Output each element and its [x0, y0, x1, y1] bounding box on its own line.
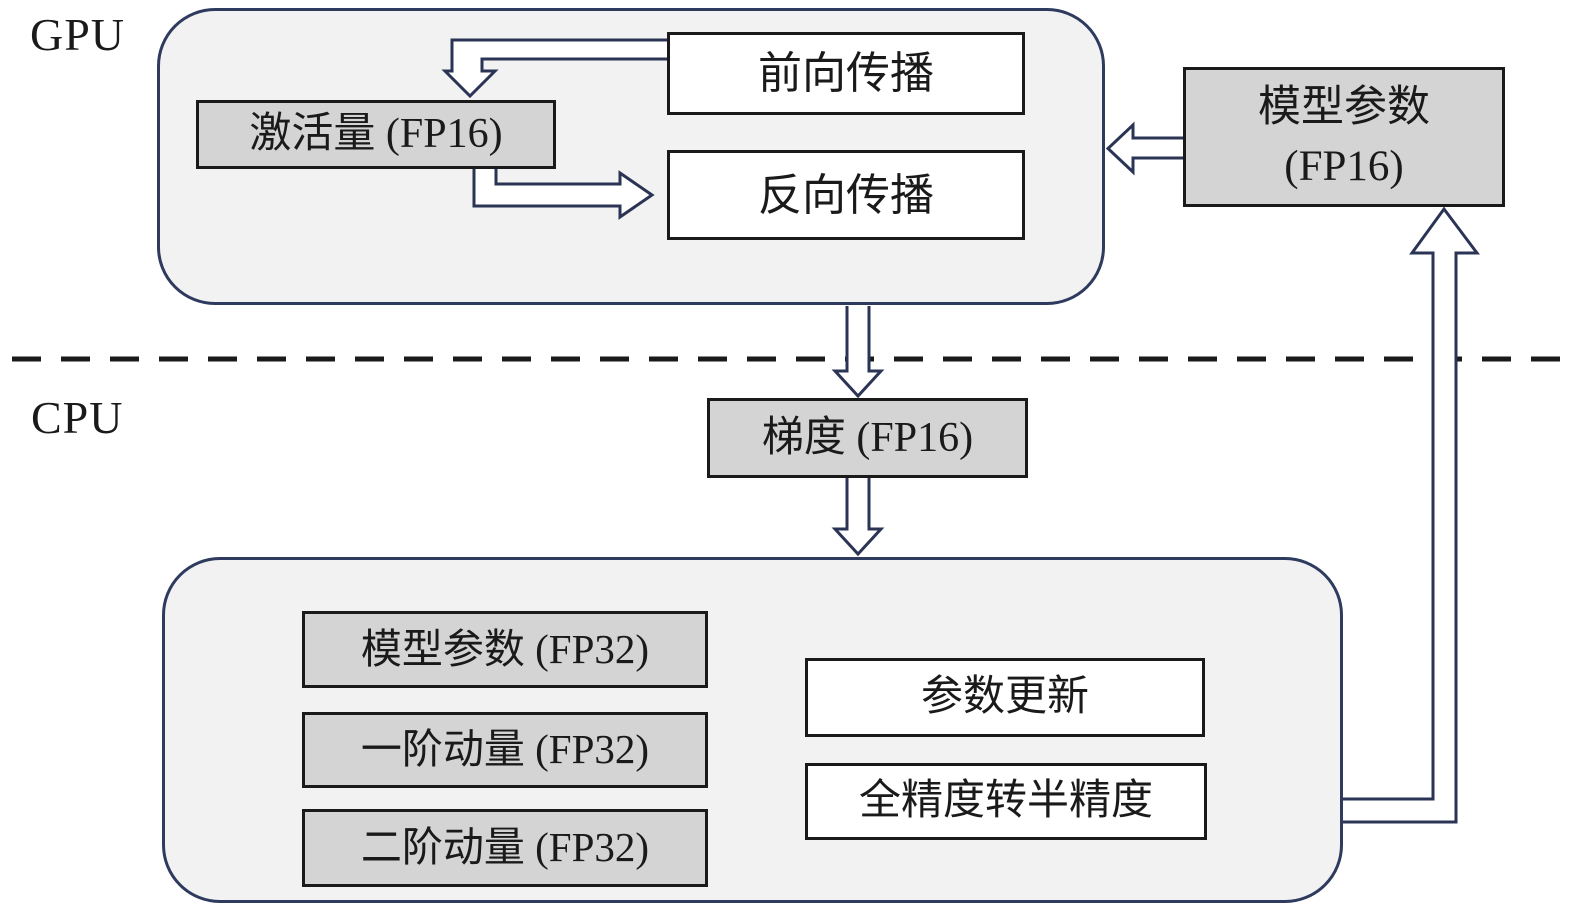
backward-pass-label: 反向传播	[758, 170, 934, 220]
first-moment-fp32-box: 一阶动量 (FP32)	[302, 712, 708, 788]
cpu-to-model-params-arrow	[1343, 206, 1480, 824]
model-params-fp32-label: 模型参数 (FP32)	[360, 625, 650, 672]
forward-pass-box: 前向传播	[667, 32, 1025, 115]
gradient-fp16-label: 梯度 (FP16)	[761, 414, 974, 461]
cpu-region-label: CPU	[31, 392, 124, 443]
full-precision-to-half-precision-label: 全精度转半精度	[858, 778, 1153, 825]
gradient-fp16-box: 梯度 (FP16)	[707, 398, 1028, 478]
first-moment-fp32-label: 一阶动量 (FP32)	[360, 726, 650, 773]
forward-to-activations-arrow	[441, 38, 667, 99]
param-update-label: 参数更新	[920, 674, 1089, 721]
gpu-region-label: GPU	[30, 9, 126, 60]
gradient-to-cpu-arrow	[831, 477, 885, 557]
model-params-fp16-box: 模型参数 (FP16)	[1183, 67, 1505, 207]
backward-pass-box: 反向传播	[667, 150, 1025, 240]
model-params-fp16-label-line2: (FP16)	[1284, 143, 1404, 190]
activations-to-backward-arrow	[472, 169, 655, 220]
activations-fp16-box: 激活量 (FP16)	[196, 100, 556, 169]
forward-pass-label: 前向传播	[758, 49, 934, 98]
model-params-to-gpu-arrow	[1105, 121, 1184, 176]
second-moment-fp32-label: 二阶动量 (FP32)	[360, 824, 650, 871]
model-params-fp32-box: 模型参数 (FP32)	[302, 611, 708, 688]
full-precision-to-half-precision-box: 全精度转半精度	[805, 763, 1207, 840]
gpu-to-gradient-arrow	[831, 306, 885, 399]
activations-fp16-label: 激活量 (FP16)	[249, 111, 503, 158]
param-update-box: 参数更新	[805, 658, 1205, 737]
second-moment-fp32-box: 二阶动量 (FP32)	[302, 809, 708, 887]
model-params-fp16-label-line1: 模型参数	[1258, 83, 1430, 131]
